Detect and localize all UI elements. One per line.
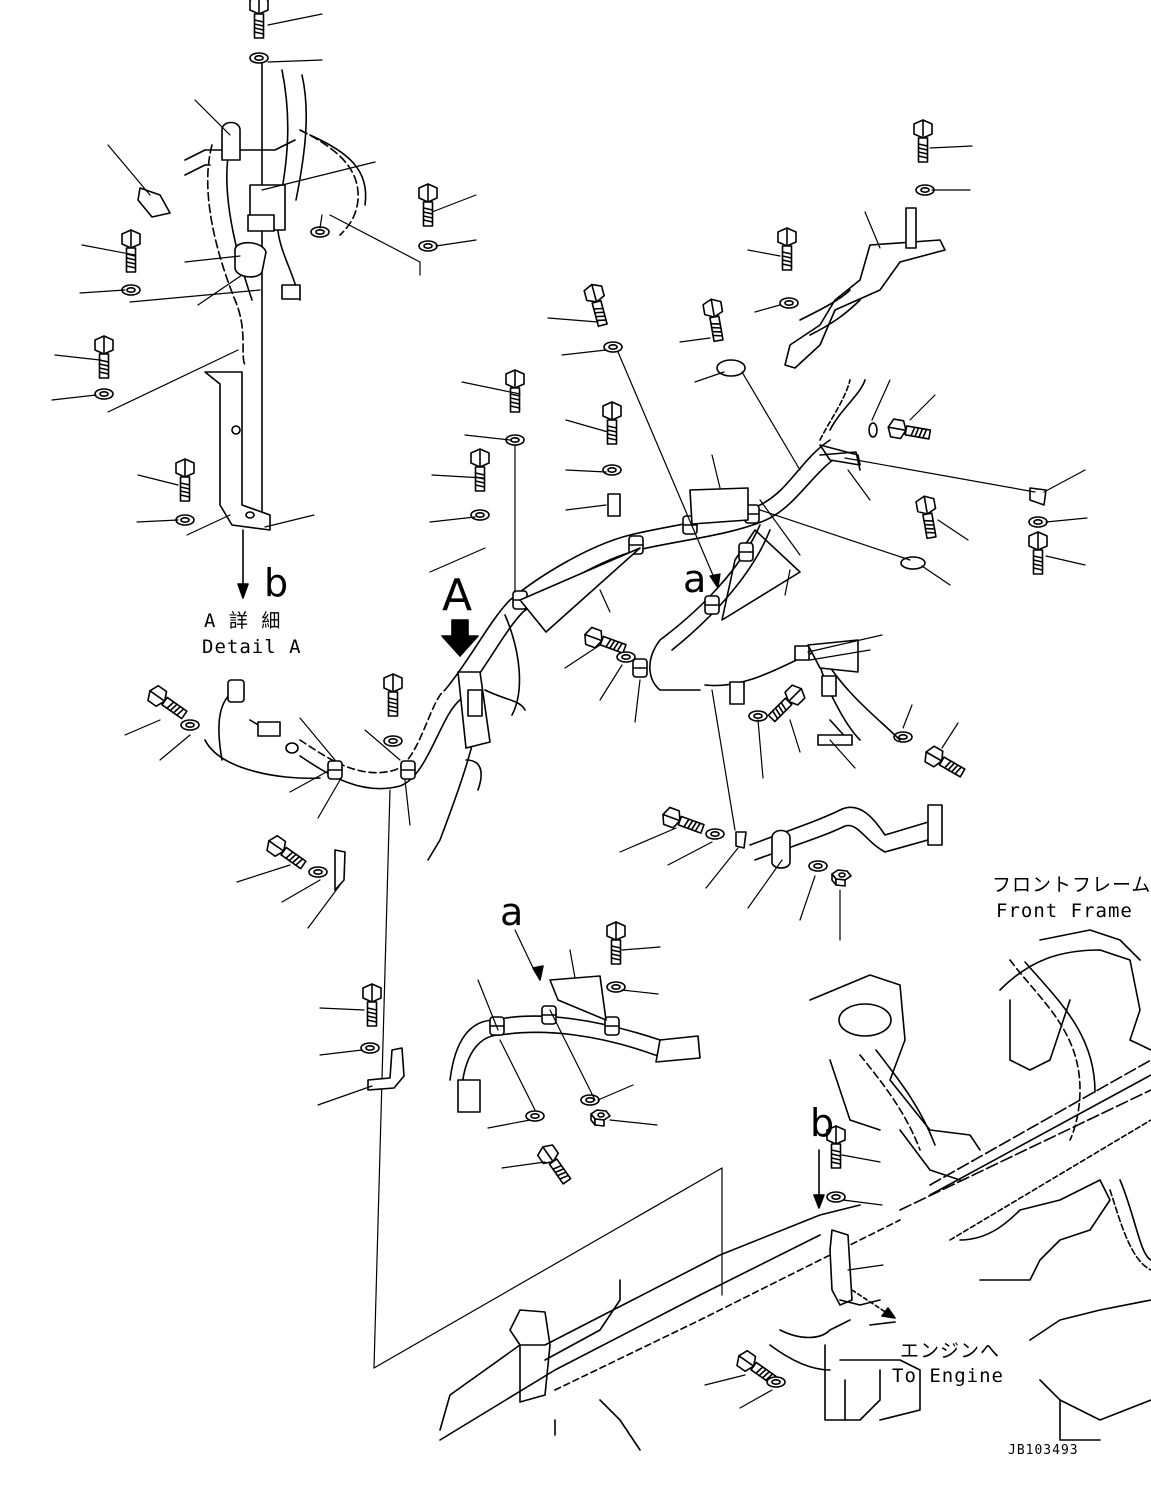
- detail-a-group: [51, 0, 477, 599]
- front-frame-jp: フロントフレーム: [992, 874, 1151, 896]
- main-harness-group: [124, 119, 1088, 1369]
- tube-group: [619, 804, 943, 941]
- lower-harness-group: [317, 921, 701, 1188]
- front-frame-group: [439, 929, 1151, 1451]
- ref-b-detail: b: [264, 561, 289, 605]
- drawing-code: JB103493: [1008, 1443, 1079, 1458]
- to-engine-en: To Engine: [892, 1365, 1004, 1387]
- view-a-marker: A: [442, 570, 473, 621]
- ref-a-upper: a: [683, 557, 707, 601]
- ref-b-frame: b: [810, 1101, 835, 1145]
- front-frame-en: Front Frame: [996, 900, 1133, 922]
- detail-title-jp: A 詳 細: [204, 610, 282, 632]
- view-a-arrow: [441, 619, 479, 657]
- ref-a-lower: a: [500, 890, 524, 934]
- detail-title-en: Detail A: [202, 636, 302, 658]
- to-engine-jp: エンジンへ: [900, 1340, 1001, 1362]
